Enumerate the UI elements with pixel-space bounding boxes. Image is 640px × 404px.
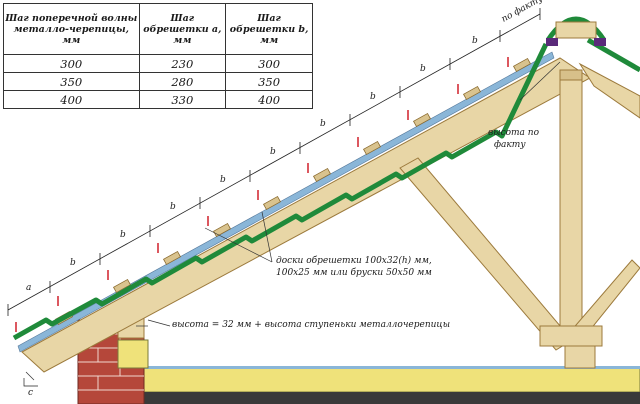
table-cell: 300 — [3, 54, 140, 73]
table-cell: 300 — [225, 54, 313, 73]
truss — [399, 69, 640, 369]
dim-label-b: b — [320, 119, 326, 129]
label-height-line1: высота по — [488, 128, 540, 138]
dim-label-a: a — [26, 283, 32, 293]
table-row: 300 230 300 — [3, 54, 313, 73]
table-cell: 400 — [225, 90, 313, 109]
floor-insulation — [139, 367, 640, 393]
ridge-seal-right — [594, 38, 606, 46]
dim-label-b: b — [120, 230, 126, 240]
header-wave-pitch: Шаг поперечной волны металло-черепицы, м… — [3, 3, 140, 55]
table-cell: 350 — [225, 72, 313, 91]
dim-label-b: b — [270, 147, 276, 157]
label-height-formula: высота = 32 мм + высота ступеньки металл… — [172, 320, 451, 330]
dim-label-b: b — [220, 175, 226, 185]
rafter-right — [578, 62, 640, 119]
ridge-cap — [545, 16, 607, 42]
dim-label-b: b — [420, 64, 426, 74]
label-height-line2: факту — [494, 140, 526, 150]
c-dimension-mark — [23, 378, 38, 387]
ridge-seal-left — [546, 38, 558, 46]
header-spacing-b: Шаг обрешетки b, мм — [225, 3, 313, 55]
dim-label-b: b — [70, 258, 76, 268]
table-cell: 280 — [138, 72, 227, 91]
leader-lines — [25, 61, 561, 381]
label-boards-line1: доски обрешетки 100х32(h) мм, — [276, 256, 432, 266]
ridge-beam — [555, 21, 597, 39]
screw-markers — [15, 57, 509, 332]
table-cell: 350 — [3, 72, 140, 91]
dim-label-c: c — [28, 388, 34, 398]
vapor-barrier — [140, 366, 640, 369]
table-cell: 400 — [3, 90, 140, 109]
dim-label-b: b — [170, 202, 176, 212]
header-spacing-a: Шаг обрешетки а, мм — [138, 3, 227, 55]
table-cell: 230 — [138, 54, 227, 73]
table-row: 350 280 350 — [3, 72, 313, 91]
batten-spacing-table: Шаг поперечной волны металло-черепицы, м… — [3, 3, 313, 109]
floor-slab — [140, 392, 640, 404]
dim-label-b: b — [370, 92, 376, 102]
dim-label-b: b — [472, 36, 478, 46]
label-boards-line2: 100х25 мм или бруски 50х50 мм — [276, 268, 432, 278]
table-cell: 330 — [138, 90, 227, 109]
dimension-line — [7, 8, 541, 316]
ridge-post-top — [559, 69, 583, 81]
table-row: 400 330 400 — [3, 90, 313, 109]
